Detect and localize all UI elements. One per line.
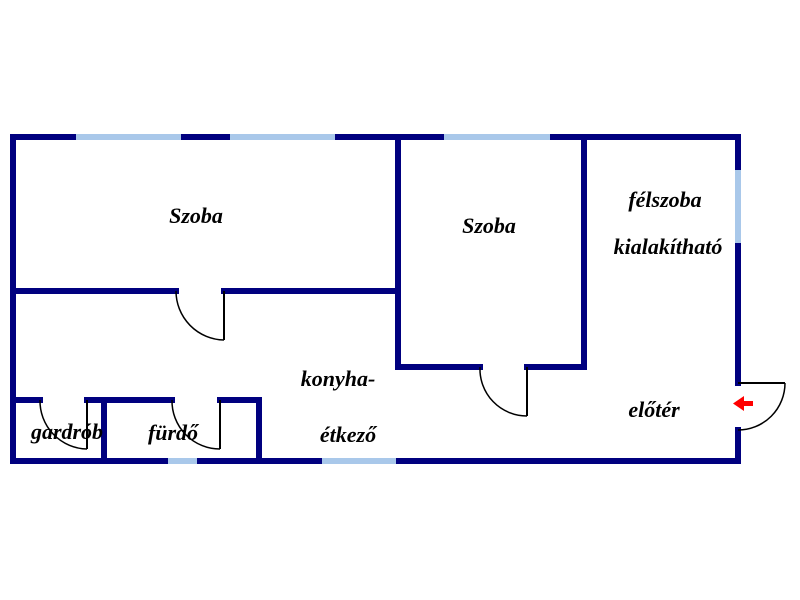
door-szoba-right[interactable]: [479, 366, 528, 417]
label-furdo: fürdő: [148, 420, 200, 445]
interior-walls: [10, 134, 587, 464]
label-szoba-right: Szoba: [462, 213, 516, 238]
label-konyha-line2: étkező: [320, 422, 378, 447]
door-szoba-left[interactable]: [175, 290, 225, 341]
windows: [76, 134, 741, 464]
label-szoba-left: Szoba: [169, 203, 223, 228]
door-furdo[interactable]: [171, 399, 221, 450]
label-konyha-line1: konyha-: [301, 366, 376, 391]
label-felszoba-line1: félszoba: [628, 187, 701, 212]
label-felszoba-line2: kialakítható: [614, 234, 723, 259]
label-eloter: előtér: [628, 397, 680, 422]
door-gardrob[interactable]: [39, 399, 88, 450]
entrance-arrow-icon: [733, 396, 753, 411]
label-gardrob: gardrób: [30, 419, 103, 444]
door-entrance[interactable]: [737, 382, 786, 431]
doors: [39, 290, 786, 450]
